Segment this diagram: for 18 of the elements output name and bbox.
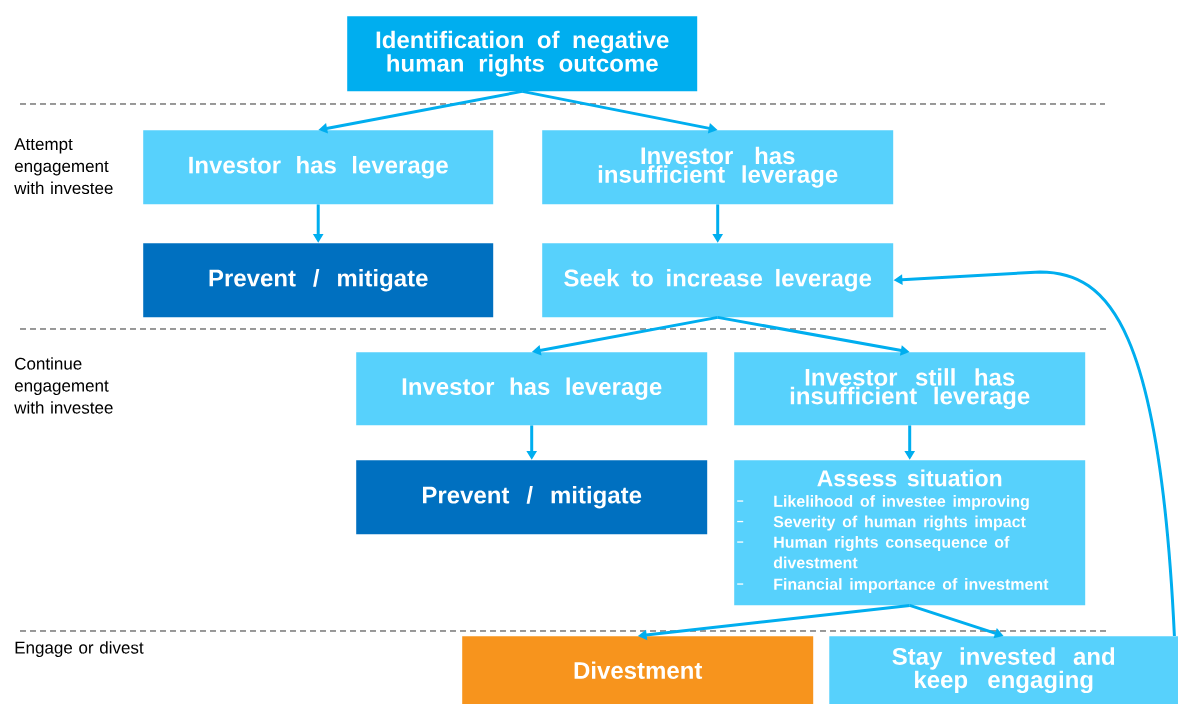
process-box: Investor has leverage [356, 352, 708, 426]
list-item: Human rights consequence of divestment [736, 536, 1010, 569]
outcome-box: Stay invested and keep engaging [829, 636, 1178, 704]
outcome-box: Divestment [462, 636, 814, 704]
process-box: Investor has insufficient leverage [542, 130, 894, 205]
list-item: Severity of human rights impact [736, 515, 1026, 531]
assessment-box: Assess situation Likelihood of investee improving Severity of human rights impact Human rights consequence of divestment Financial importance of investment [734, 460, 1086, 606]
row-label: Attempt engagement with investee [14, 138, 113, 195]
row-label: Engage or divest [15, 641, 144, 658]
process-box: Investor has leverage [143, 130, 494, 205]
list-item: Likelihood of investee improving [736, 495, 1029, 511]
action-box: Prevent / mitigate [356, 460, 708, 535]
process-box: Investor still has insufficient leverage [734, 352, 1086, 426]
list-item: Financial importance of investment [736, 578, 1049, 594]
title-box: Identification of negative human rights outcome [347, 16, 698, 92]
action-box: Prevent / mitigate [143, 243, 494, 318]
row-label: Continue engagement with investee [14, 357, 113, 414]
process-box: Seek to increase leverage [542, 243, 894, 318]
